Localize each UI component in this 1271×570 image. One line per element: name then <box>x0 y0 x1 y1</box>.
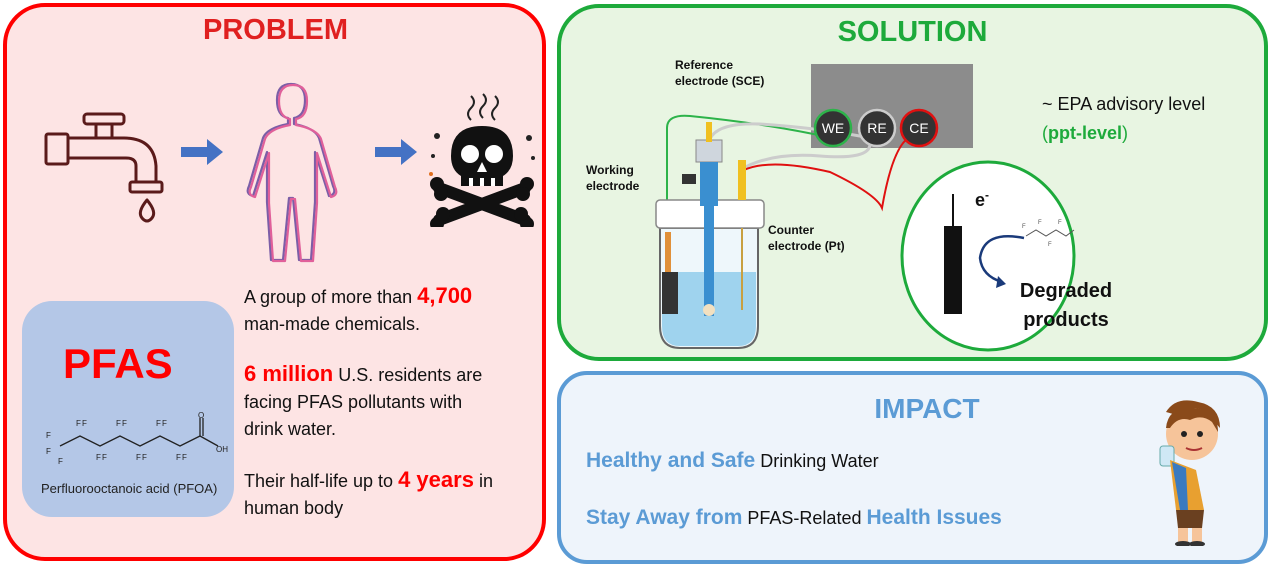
svg-text:F: F <box>156 419 161 428</box>
potentiostat-terminals-icon <box>813 108 939 148</box>
electron-label: e- <box>975 188 989 211</box>
working-electrode-label: Working electrode <box>586 162 639 194</box>
terminal-ce: CE <box>909 120 929 136</box>
svg-text:F: F <box>116 419 121 428</box>
reference-electrode-label: Reference electrode (SCE) <box>675 57 764 89</box>
svg-text:F: F <box>96 453 101 462</box>
fact-residents-count: 6 million <box>244 361 334 386</box>
counter-label-line1: Counter <box>768 223 814 237</box>
impact-healthy-highlight: Healthy and Safe <box>586 449 756 472</box>
svg-text:F: F <box>1048 242 1052 248</box>
arrow-right-icon <box>375 139 417 165</box>
svg-text:F: F <box>58 457 63 466</box>
fact-half-life-years: 4 years <box>398 467 474 492</box>
fact-residents-line2: facing PFAS pollutants with <box>244 392 463 412</box>
fact-half-life-post2: human body <box>244 498 344 518</box>
svg-text:F: F <box>1038 220 1042 226</box>
skull-crossbones-icon <box>429 93 535 227</box>
fact-half-life: Their half-life up to 4 years in human b… <box>244 466 493 522</box>
reference-label-line1: Reference <box>675 58 734 72</box>
svg-text:F: F <box>82 419 87 428</box>
reference-label-line2: electrode (SCE) <box>675 74 765 88</box>
fact-chemicals: A group of more than 4,700 man-made chem… <box>244 282 472 338</box>
impact-stay-away-highlight: Stay Away from <box>586 506 743 529</box>
svg-text:F: F <box>46 447 51 456</box>
impact-health-issues-highlight: Health Issues <box>866 506 1002 529</box>
degraded-line2: products <box>1023 309 1109 331</box>
electron-charge: - <box>985 188 990 202</box>
ppt-level: ppt-level <box>1048 123 1123 143</box>
faucet-icon <box>44 112 164 223</box>
fact-residents-line1: U.S. residents are <box>333 365 483 385</box>
fact-chemicals-count: 4,700 <box>417 283 473 308</box>
svg-text:F: F <box>1058 220 1062 226</box>
impact-pfas-related-text: PFAS-Related <box>742 508 867 528</box>
working-label-line1: Working <box>586 163 634 177</box>
ppt-open: ( <box>1042 123 1048 143</box>
degraded-line1: Degraded <box>1019 280 1113 302</box>
impact-panel <box>557 371 1268 564</box>
problem-title: PROBLEM <box>203 14 348 46</box>
fact-residents-line3: drink water. <box>244 419 337 439</box>
pfoa-label: Perfluorooctanoic acid (PFOA) <box>41 481 218 496</box>
solution-title: SOLUTION <box>837 16 988 48</box>
svg-text:F: F <box>176 453 181 462</box>
impact-healthy-line: Healthy and Safe Drinking Water <box>586 449 879 473</box>
impact-health-issues-line: Stay Away from PFAS-Related Health Issue… <box>586 506 1002 530</box>
svg-text:OH: OH <box>216 445 228 454</box>
epa-advisory-text: ~ EPA advisory level (ppt-level) <box>1042 90 1205 148</box>
impact-title: IMPACT <box>874 393 980 424</box>
terminal-we: WE <box>821 120 845 136</box>
fact-chemicals-pre: A group of more than <box>244 287 418 307</box>
degradation-zoom-icon: F F F F <box>900 160 1076 352</box>
child-drinking-icon <box>1159 400 1220 546</box>
epa-line: ~ EPA advisory level <box>1042 94 1206 114</box>
svg-text:O: O <box>198 412 204 420</box>
fact-half-life-pre: Their half-life up to <box>244 471 399 491</box>
human-body-icon <box>246 82 338 263</box>
terminal-re: RE <box>867 120 887 136</box>
electron-symbol: e <box>975 190 986 210</box>
pfas-name: PFAS <box>63 340 173 387</box>
fact-half-life-post1: in <box>473 471 493 491</box>
svg-text:F: F <box>46 431 51 440</box>
fact-residents: 6 million U.S. residents are facing PFAS… <box>244 360 482 443</box>
counter-label-line2: electrode (Pt) <box>768 239 845 253</box>
svg-text:F: F <box>142 453 147 462</box>
svg-text:F: F <box>1022 224 1026 230</box>
impact-healthy-text: Drinking Water <box>755 451 879 471</box>
arrow-right-icon <box>181 139 223 165</box>
svg-text:F: F <box>182 453 187 462</box>
ppt-close: ) <box>1122 123 1129 143</box>
svg-text:F: F <box>102 453 107 462</box>
counter-electrode-label: Counter electrode (Pt) <box>768 222 845 254</box>
svg-text:F: F <box>136 453 141 462</box>
pfas-box <box>22 301 234 517</box>
svg-text:F: F <box>76 419 81 428</box>
degraded-products-label: Degraded products <box>1002 277 1130 335</box>
svg-text:F: F <box>122 419 127 428</box>
fact-chemicals-post: man-made chemicals. <box>244 314 421 334</box>
svg-text:F: F <box>162 419 167 428</box>
working-label-line2: electrode <box>586 179 640 193</box>
